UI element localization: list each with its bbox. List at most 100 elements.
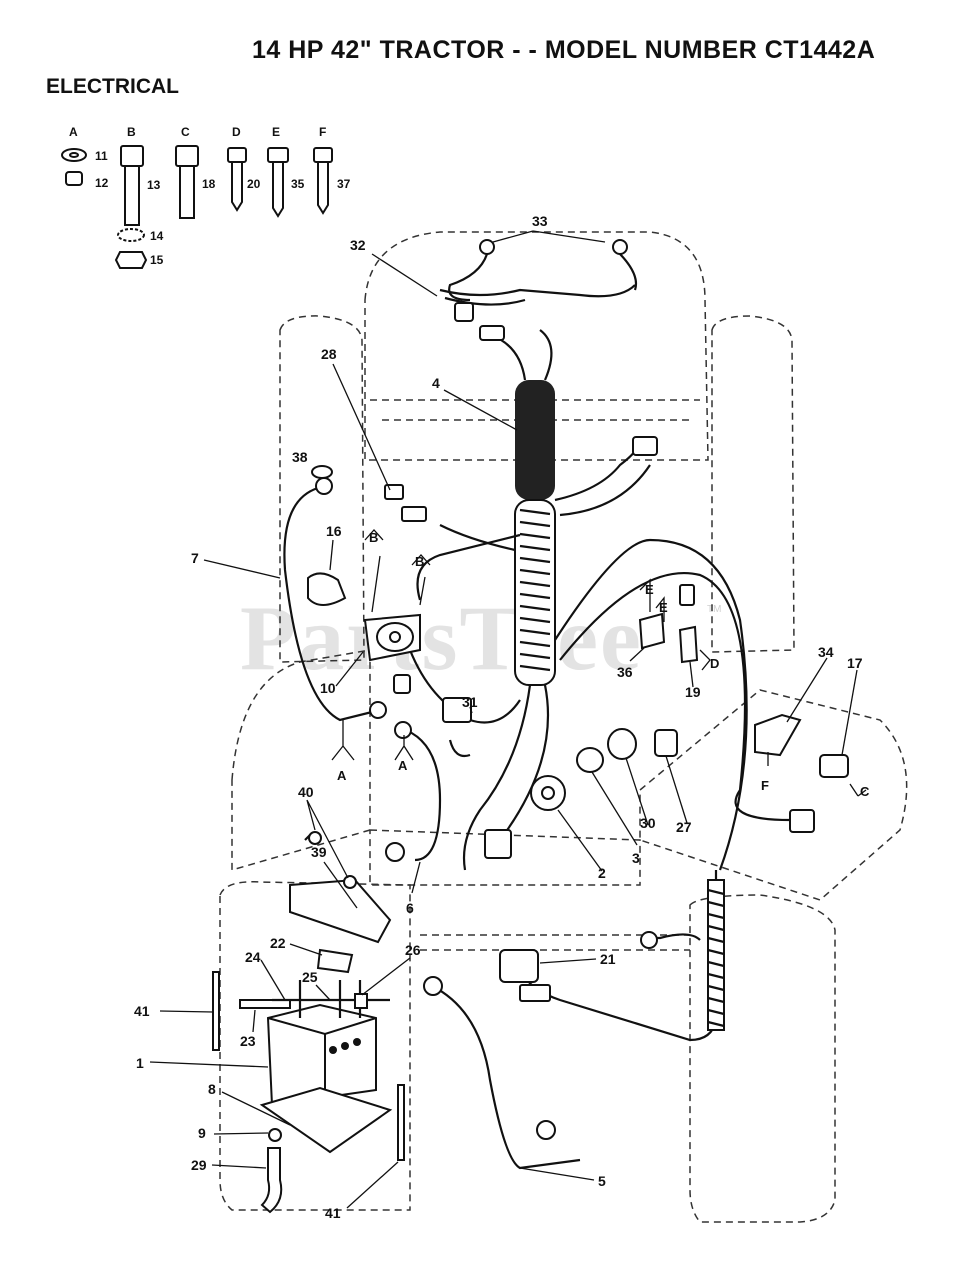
key-part-11: 11 <box>95 149 108 163</box>
callout-21: 21 <box>600 951 616 967</box>
callout-4: 4 <box>432 375 440 391</box>
callout-41-upper: 41 <box>134 1003 150 1019</box>
callout-30: 30 <box>640 815 656 831</box>
callout-1: 1 <box>136 1055 144 1071</box>
ref-b-2: B <box>415 554 424 569</box>
leader-lines <box>149 230 858 1209</box>
hex-bolt-c-head-icon <box>175 145 199 167</box>
callout-8: 8 <box>208 1081 216 1097</box>
callouts: 1 2 3 4 5 6 7 8 9 10 16 17 19 21 22 23 2… <box>134 213 863 1221</box>
callout-5: 5 <box>598 1173 606 1189</box>
callout-38: 38 <box>292 449 308 465</box>
drain-tube-29 <box>260 1147 283 1214</box>
cover-22 <box>316 948 354 974</box>
terminal-ring-5a <box>423 976 443 996</box>
hardware-refs: A A B B C D E E F <box>331 529 870 799</box>
solenoid-area <box>283 465 442 862</box>
wiring-harness <box>384 284 791 871</box>
terminal-ring-21 <box>640 931 658 949</box>
bolt-23 <box>239 999 291 1009</box>
grommet-9 <box>268 1128 282 1142</box>
connector-28b <box>401 506 427 522</box>
washer-38 <box>311 465 333 479</box>
terminal-ring-6 <box>385 842 405 862</box>
bezel-30 <box>607 728 637 760</box>
seat-switch-27 <box>654 729 678 757</box>
connector-19b <box>679 584 695 606</box>
bracket-36 <box>638 612 666 650</box>
harness-coil-upper <box>515 380 555 500</box>
key-part-35: 35 <box>291 177 305 191</box>
nut-3 <box>576 747 604 773</box>
terminal-ring-a2 <box>394 721 412 739</box>
tractor-outline <box>219 231 908 1223</box>
callout-17: 17 <box>847 655 863 671</box>
callout-41-lower: 41 <box>325 1205 341 1221</box>
rod-41-left <box>212 971 220 1051</box>
watermark-tm: TM <box>707 604 722 615</box>
ref-d: D <box>710 656 719 671</box>
screw-e-shank-icon <box>272 161 284 218</box>
terminal-ring-7 <box>315 477 333 495</box>
switch-17 <box>819 754 849 778</box>
bracket-34 <box>754 713 802 757</box>
key-letter-e: E <box>272 125 280 139</box>
key-letter-c: C <box>181 125 190 139</box>
rod-41-right <box>397 1084 405 1161</box>
callout-2: 2 <box>598 865 606 881</box>
lock-nut-icon <box>65 171 83 186</box>
headlight-assembly <box>448 239 638 302</box>
connector-28 <box>384 484 404 500</box>
connector-side <box>632 436 658 456</box>
solenoid-cover-16 <box>307 572 347 606</box>
connector-harness-top <box>479 325 505 341</box>
headlight-right <box>612 239 628 255</box>
callout-34: 34 <box>818 644 834 660</box>
hex-bolt-b-head-icon <box>120 145 144 167</box>
hex-bolt-c-shank-icon <box>179 165 195 219</box>
connector-17 <box>789 809 815 833</box>
coil-lead <box>499 870 725 1042</box>
screw-d-shank-icon <box>231 161 243 212</box>
diagram-title: 14 HP 42" TRACTOR - - MODEL NUMBER CT144… <box>252 36 876 64</box>
callout-33: 33 <box>532 213 548 229</box>
callout-10: 10 <box>320 680 336 696</box>
callout-16: 16 <box>326 523 342 539</box>
screw-f-shank-icon <box>317 161 329 215</box>
key-letter-b: B <box>127 125 136 139</box>
key-part-14: 14 <box>150 229 164 243</box>
callout-31: 31 <box>462 694 478 710</box>
callout-28: 28 <box>321 346 337 362</box>
fuse-holder <box>393 674 411 694</box>
headlight-left <box>479 239 495 255</box>
callout-7: 7 <box>191 550 199 566</box>
callout-23: 23 <box>240 1033 256 1049</box>
battery-area <box>212 831 581 1214</box>
star-washer-icon <box>117 228 145 242</box>
connector-21 <box>519 984 551 1002</box>
ref-a-2: A <box>398 758 408 773</box>
ref-a-1: A <box>337 768 347 783</box>
ref-c: C <box>860 784 870 799</box>
key-part-13: 13 <box>147 178 161 192</box>
callout-26: 26 <box>405 942 421 958</box>
hex-nut-icon <box>114 251 148 269</box>
connector-32 <box>454 302 474 322</box>
hold-down-39 <box>289 878 392 944</box>
battery-1 <box>266 1003 377 1107</box>
callout-9: 9 <box>198 1125 206 1141</box>
key-part-20: 20 <box>247 177 261 191</box>
callout-19: 19 <box>685 684 701 700</box>
callout-32: 32 <box>350 237 366 253</box>
wing-nut-40a <box>308 831 322 845</box>
callout-29: 29 <box>191 1157 207 1173</box>
callout-36: 36 <box>617 664 633 680</box>
key-part-15: 15 <box>150 253 164 267</box>
callout-27: 27 <box>676 819 692 835</box>
flat-washer-hole-icon <box>69 152 79 158</box>
hex-bolt-b-shank-icon <box>124 165 140 226</box>
terminal-26 <box>354 993 368 1009</box>
relay-21 <box>499 949 539 983</box>
callout-25: 25 <box>302 969 318 985</box>
